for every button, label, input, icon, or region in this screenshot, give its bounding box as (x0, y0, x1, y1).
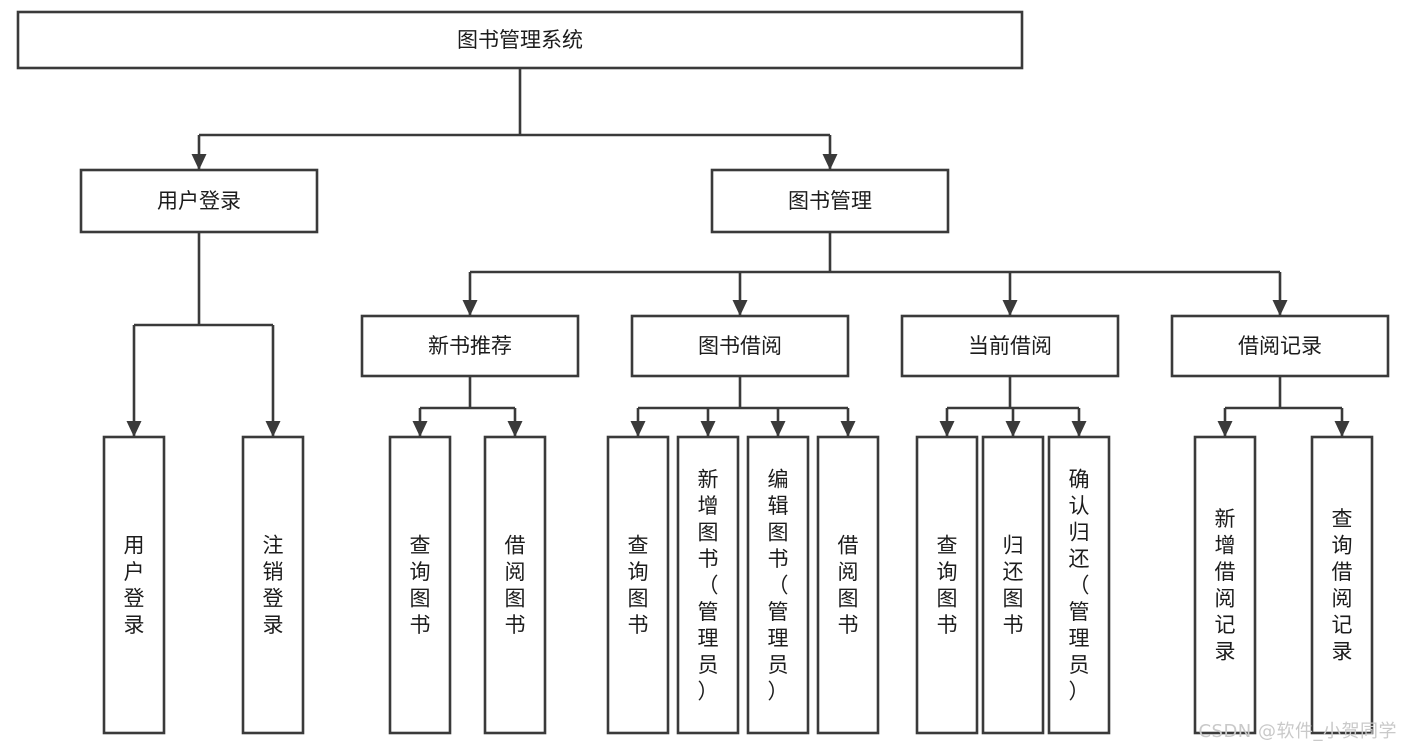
edges-borrowrecord-to-leaves (1217, 376, 1350, 437)
arrow-head-icon (1002, 300, 1018, 316)
node-box-leaf-borrow-book-bb (816, 435, 880, 735)
node-leaf-logout[interactable]: 注销登录 (241, 435, 305, 735)
node-leaf-add-record[interactable]: 新增借阅记录 (1193, 435, 1257, 735)
node-box-root (16, 10, 1024, 70)
node-book-borrow[interactable]: 图书借阅 (630, 314, 850, 378)
node-new-book-rec[interactable]: 新书推荐 (360, 314, 580, 378)
node-box-leaf-add-record (1193, 435, 1257, 735)
arrow-head-icon (630, 421, 646, 437)
node-label-leaf-return-book: 归还图书 (1003, 534, 1024, 638)
node-box-leaf-edit-book (746, 435, 810, 735)
arrow-head-icon (462, 300, 478, 316)
node-label-leaf-borrow-book-bb: 借阅图书 (838, 534, 859, 638)
node-layer: 图书管理系统用户登录图书管理新书推荐图书借阅当前借阅借阅记录用户登录注销登录查询… (16, 10, 1390, 735)
arrow-head-icon (1005, 421, 1021, 437)
node-root[interactable]: 图书管理系统 (16, 10, 1024, 70)
arrow-head-icon (840, 421, 856, 437)
node-label-book-manage: 图书管理 (788, 189, 872, 213)
edges-bookmanage-to-level3 (462, 232, 1288, 316)
watermark-label: CSDN @软件_小贺同学 (1198, 721, 1397, 742)
arrow-head-icon (191, 154, 207, 170)
node-box-leaf-borrow-book-rec (483, 435, 547, 735)
node-box-new-book-rec (360, 314, 580, 378)
edge-layer (126, 68, 1350, 437)
node-leaf-edit-book[interactable]: 编辑图书（管理员） (746, 435, 810, 735)
node-leaf-query-book-rec[interactable]: 查询图书 (388, 435, 452, 735)
arrow-head-icon (700, 421, 716, 437)
node-leaf-borrow-book-bb[interactable]: 借阅图书 (816, 435, 880, 735)
node-borrow-record[interactable]: 借阅记录 (1170, 314, 1390, 378)
node-box-leaf-logout (241, 435, 305, 735)
node-box-leaf-confirm-return (1047, 435, 1111, 735)
node-label-borrow-record: 借阅记录 (1238, 334, 1322, 358)
node-label-leaf-query-book-bb: 查询图书 (628, 534, 649, 638)
node-label-leaf-query-book-rec: 查询图书 (410, 534, 431, 638)
node-box-leaf-query-book-cb (915, 435, 979, 735)
node-label-leaf-edit-book: 编辑图书（管理员） (768, 467, 789, 703)
arrow-head-icon (939, 421, 955, 437)
node-label-user-login: 用户登录 (157, 189, 241, 213)
node-box-user-login (79, 168, 319, 234)
node-leaf-query-book-bb[interactable]: 查询图书 (606, 435, 670, 735)
edges-root-to-level2 (191, 68, 838, 170)
node-box-leaf-add-book (676, 435, 740, 735)
node-box-leaf-return-book (981, 435, 1045, 735)
node-leaf-add-book[interactable]: 新增图书（管理员） (676, 435, 740, 735)
arrow-head-icon (412, 421, 428, 437)
arrow-head-icon (1334, 421, 1350, 437)
node-leaf-return-book[interactable]: 归还图书 (981, 435, 1045, 735)
node-leaf-borrow-book-rec[interactable]: 借阅图书 (483, 435, 547, 735)
edges-bookborrow-to-leaves (630, 376, 856, 437)
node-label-new-book-rec: 新书推荐 (428, 334, 512, 358)
node-label-leaf-borrow-book-rec: 借阅图书 (505, 534, 526, 638)
arrow-head-icon (1217, 421, 1233, 437)
arrow-head-icon (507, 421, 523, 437)
edges-currentborrow-to-leaves (939, 376, 1087, 437)
edges-userlogin-to-leaves (126, 232, 281, 437)
node-leaf-query-book-cb[interactable]: 查询图书 (915, 435, 979, 735)
node-label-current-borrow: 当前借阅 (968, 334, 1052, 358)
node-box-leaf-user-login (102, 435, 166, 735)
node-label-root: 图书管理系统 (457, 28, 583, 52)
node-label-leaf-confirm-return: 确认归还（管理员） (1069, 467, 1090, 703)
node-label-leaf-query-book-cb: 查询图书 (937, 534, 958, 638)
arrow-head-icon (1272, 300, 1288, 316)
arrow-head-icon (1071, 421, 1087, 437)
node-box-book-borrow (630, 314, 850, 378)
node-label-leaf-query-record: 查询借阅记录 (1332, 507, 1353, 664)
arrow-head-icon (265, 421, 281, 437)
node-leaf-query-record[interactable]: 查询借阅记录 (1310, 435, 1374, 735)
node-label-leaf-user-login: 用户登录 (124, 534, 145, 638)
node-current-borrow[interactable]: 当前借阅 (900, 314, 1120, 378)
node-label-leaf-logout: 注销登录 (263, 534, 284, 638)
node-box-leaf-query-book-rec (388, 435, 452, 735)
node-leaf-confirm-return[interactable]: 确认归还（管理员） (1047, 435, 1111, 735)
node-leaf-user-login[interactable]: 用户登录 (102, 435, 166, 735)
node-box-leaf-query-book-bb (606, 435, 670, 735)
node-box-book-manage (710, 168, 950, 234)
node-box-borrow-record (1170, 314, 1390, 378)
node-label-leaf-add-record: 新增借阅记录 (1215, 507, 1236, 664)
arrow-head-icon (732, 300, 748, 316)
node-user-login[interactable]: 用户登录 (79, 168, 319, 234)
arrow-head-icon (822, 154, 838, 170)
edges-newbook-to-leaves (412, 376, 523, 437)
node-label-leaf-add-book: 新增图书（管理员） (698, 467, 719, 703)
node-box-current-borrow (900, 314, 1120, 378)
node-book-manage[interactable]: 图书管理 (710, 168, 950, 234)
arrow-head-icon (126, 421, 142, 437)
arrow-head-icon (770, 421, 786, 437)
node-label-book-borrow: 图书借阅 (698, 334, 782, 358)
node-box-leaf-query-record (1310, 435, 1374, 735)
